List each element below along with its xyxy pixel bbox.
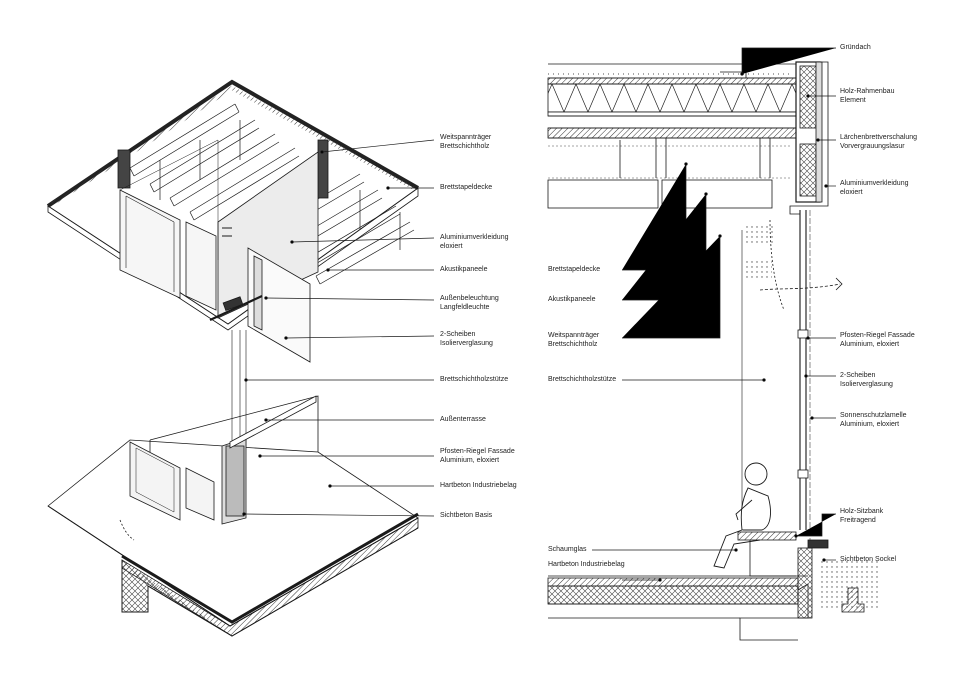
section-left-leaders [592,162,766,582]
label-sichtbeton-basis: Sichtbeton Basis [440,512,493,519]
label-brettschichtholzstuetze-section: Brettschichtholzstütze [548,376,617,383]
base-slab [47,395,419,637]
section-right-leaders [740,47,836,562]
timber-frame-element [789,61,829,215]
timber-column [231,330,247,450]
label-brettstapeldecke-section: Brettstapeldecke [548,266,601,273]
label-brettstapeldecke: Brettstapeldecke [440,184,493,191]
glazing-axo [119,189,311,363]
label-schaumglas: Schaumglas [548,546,587,553]
timber-bench [737,531,797,541]
label-sichtbeton-sockel: Sichtbeton Sockel [840,556,897,563]
label-akustikpaneele-section: Akustikpaneele [548,296,596,303]
label-hartbeton-section: Hartbeton Industriebelag [548,561,625,568]
floor-slab [547,539,880,641]
label-brettschichtholzstuetze: Brettschichtholzstütze [440,376,509,383]
axo-leaders [242,139,435,517]
section-view [547,61,880,641]
label-gruendach: Gründach [840,44,871,51]
label-aussenterrasse: Außenterrasse [440,416,486,423]
green-roof [547,63,822,139]
section-beams [547,138,790,209]
label-akustikpaneele: Akustikpaneele [440,266,488,273]
facade-section [759,210,843,540]
acoustic-dots [746,224,774,246]
label-hartbeton: Hartbeton Industriebelag [440,482,517,489]
axonometric-view [46,79,419,637]
